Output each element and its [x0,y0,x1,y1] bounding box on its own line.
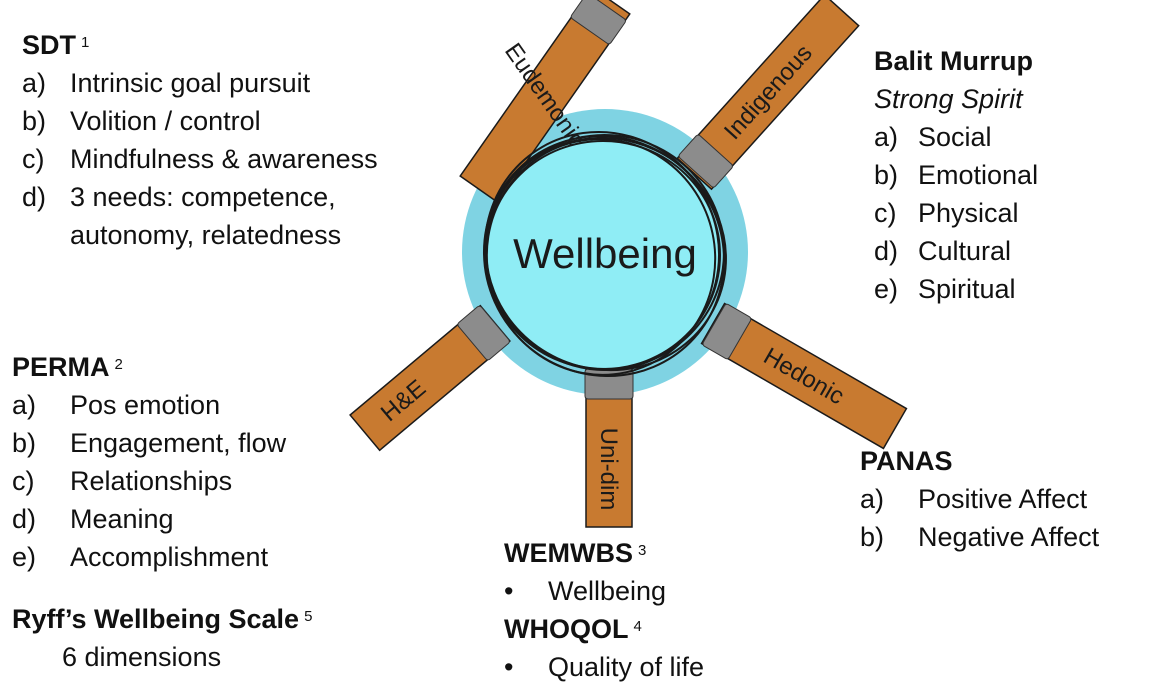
sdt-heading: SDT 1 [22,26,378,64]
spoke-hedonic-connector [702,303,752,360]
ryff-title: Ryff’s Wellbeing Scale [12,604,300,634]
list-text: Wellbeing [548,576,667,606]
list-item: c) Mindfulness & awareness [22,140,378,178]
hub-center [488,140,718,370]
panas-title: PANAS [860,446,953,476]
list-item: d) Cultural [874,232,1038,270]
list-marker: a) [22,68,47,98]
list-item: b) Engagement, flow [12,424,286,462]
list-item: c) Physical [874,194,1038,232]
list-text: Cultural [918,236,1012,266]
list-text: Physical [918,198,1019,228]
list-item: e) Accomplishment [12,538,286,576]
sdt-ref: 1 [81,34,90,51]
list-text: Quality of life [548,652,705,682]
list-item: e) Spiritual [874,270,1038,308]
list-marker: a) [874,122,899,152]
list-item: autonomy, relatedness [22,216,378,254]
list-text: Volition / control [70,106,261,136]
spoke-hedonic: Hedonic [700,302,908,450]
list-item: c) Relationships [12,462,286,500]
panas-block: PANAS a) Positive Affect b) Negative Affec… [860,442,1099,556]
list-marker: b) [22,106,47,136]
list-item: b) Volition / control [22,102,378,140]
list-text: Relationships [70,466,233,496]
spoke-indigenous-label: Indigenous [719,40,818,145]
list-item: b) Negative Affect [860,518,1099,556]
list-text: Engagement, flow [70,428,287,458]
wemwbs-ref: 3 [637,542,647,559]
list-marker: b) [12,428,37,458]
list-marker: d) [874,236,899,266]
spoke-unidim: Uni-dim [584,366,634,528]
list-marker: a) [860,484,885,514]
list-text: Positive Affect [918,484,1088,514]
list-item: • Quality of life [504,648,704,686]
list-item: a) Intrinsic goal pursuit [22,64,378,102]
list-marker: c) [22,144,45,174]
hub-scribble-outline [482,130,727,378]
sdt-block: SDT 1 a) Intrinsic goal pursuit b) Volition… [22,26,378,254]
list-item: a) Social [874,118,1038,156]
list-item: a) Positive Affect [860,480,1099,518]
ryff-ref: 5 [304,608,313,625]
list-text: Spiritual [918,274,1016,304]
list-text: Social [918,122,992,152]
sdt-title: SDT [22,30,76,60]
list-marker: b) [874,160,899,190]
balit-murrup-title: Balit Murrup [874,46,1033,76]
list-item: • Wellbeing [504,572,704,610]
list-marker [22,216,70,254]
list-text: Accomplishment [70,542,269,572]
list-marker: a) [12,390,37,420]
list-text: Negative Affect [918,522,1100,552]
list-marker: b) [860,522,885,552]
list-item: a) Pos emotion [12,386,286,424]
list-marker: e) [12,542,37,572]
list-item: b) Emotional [874,156,1038,194]
list-marker: d) [22,182,47,212]
ryff-text: 6 dimensions [62,642,222,672]
spoke-indigenous: Indigenous [676,0,860,191]
hub-center-label: Wellbeing [513,230,697,277]
spoke-he: H&E [349,304,511,452]
list-marker: d) [12,504,37,534]
spoke-indigenous-connector [678,134,733,188]
list-text: 3 needs: competence, [70,182,336,212]
whoqol-title: WHOQOL [504,614,629,644]
list-text: Intrinsic goal pursuit [70,68,311,98]
bullet-marker: • [504,576,514,606]
list-text: autonomy, relatedness [70,220,342,250]
whoqol-ref: 4 [633,618,642,635]
list-text: Meaning [70,504,174,534]
list-item: d) 3 needs: competence, [22,178,378,216]
wemwbs-title: WEMWBS [504,538,633,568]
perma-title: PERMA [12,352,110,382]
spoke-he-connector [457,305,510,361]
balit-murrup-block: Balit Murrup Strong Spirit a) Social b) Em… [874,42,1038,308]
list-text: Emotional [918,160,1039,190]
list-text: Mindfulness & awareness [70,144,378,174]
spoke-eudemonic-connector [570,0,626,45]
list-marker: c) [874,198,897,228]
list-item: d) Meaning [12,500,286,538]
balit-murrup-subtitle: Strong Spirit [874,84,1023,114]
perma-ref: 2 [114,356,123,373]
bullet-marker: • [504,652,514,682]
list-text: Pos emotion [70,390,221,420]
list-marker: e) [874,274,899,304]
spoke-unidim-label: Uni-dim [595,428,622,511]
list-marker: c) [12,466,35,496]
